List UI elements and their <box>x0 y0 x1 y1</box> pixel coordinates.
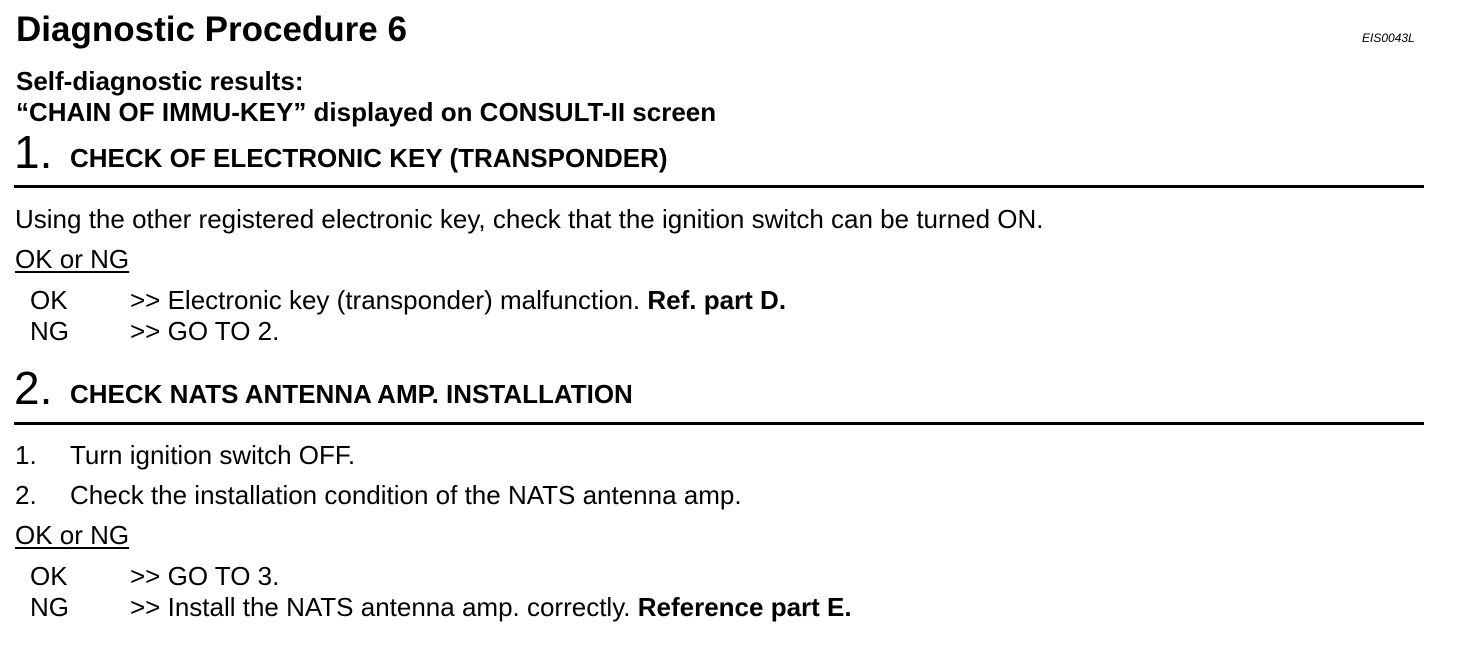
step-1-result-ng-text: >> GO TO 2. <box>130 316 279 346</box>
subtitle-line-2: “CHAIN OF IMMU-KEY” displayed on CONSULT… <box>16 97 717 127</box>
step-2-title: CHECK NATS ANTENNA AMP. INSTALLATION <box>70 379 633 409</box>
step-2-result-ok-text: >> GO TO 3. <box>130 561 279 591</box>
step-1-result-ok-text: >> Electronic key (transponder) malfunct… <box>130 285 786 315</box>
step-2-instruction-1-text: Turn ignition switch OFF. <box>70 440 356 470</box>
step-2-result-ok-label: OK <box>30 561 68 591</box>
document-id: EIS0043L <box>1362 31 1415 45</box>
result-text: >> Electronic key (transponder) malfunct… <box>130 285 648 315</box>
step-2-instruction-2-number: 2. <box>15 480 37 510</box>
result-text: >> Install the NATS antenna amp. correct… <box>130 592 638 622</box>
step-1-number: 1. <box>14 126 53 178</box>
step-2-divider <box>14 422 1424 425</box>
step-1-result-ok-label: OK <box>30 285 68 315</box>
step-1-title: CHECK OF ELECTRONIC KEY (TRANSPONDER) <box>70 143 668 173</box>
step-1-result-ng-label: NG <box>30 316 69 346</box>
step-1-instruction: Using the other registered electronic ke… <box>15 204 1044 234</box>
step-2-instruction-2-text: Check the installation condition of the … <box>70 480 742 510</box>
step-2-number: 2. <box>14 362 53 414</box>
step-2-instruction-1-number: 1. <box>15 440 37 470</box>
result-text: >> GO TO 2. <box>130 316 280 346</box>
subtitle-line-1: Self-diagnostic results: <box>16 66 304 96</box>
step-2-result-ng-label: NG <box>30 592 69 622</box>
page-title: Diagnostic Procedure 6 <box>16 10 407 49</box>
result-text: >> GO TO 3. <box>130 561 280 591</box>
step-2-ok-or-ng: OK or NG <box>15 520 130 550</box>
step-1-ok-or-ng: OK or NG <box>15 244 130 274</box>
reference-link: Ref. part D. <box>647 285 787 315</box>
reference-link: Reference part E. <box>637 592 852 622</box>
step-2-result-ng-text: >> Install the NATS antenna amp. correct… <box>130 592 852 622</box>
step-1-divider <box>14 185 1424 188</box>
